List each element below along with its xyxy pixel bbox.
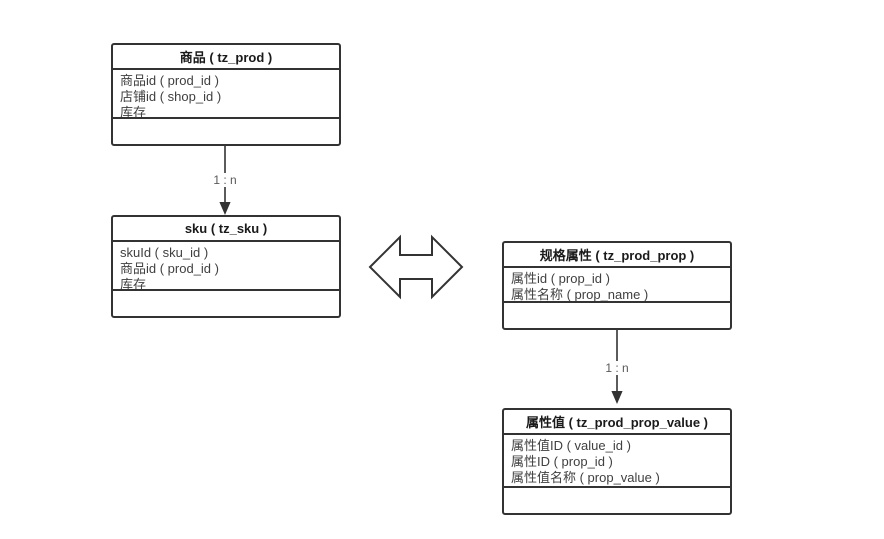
entity-field: 属性值ID ( value_id ) xyxy=(511,438,631,453)
entity-prod-prop-table: 规格属性 ( tz_prod_prop ) 属性id ( prop_id ) 属… xyxy=(502,241,732,330)
entity-sku-empty-section xyxy=(113,289,339,316)
entity-prod-fields: 商品id ( prod_id ) 店铺id ( shop_id ) 库存 xyxy=(113,70,339,117)
entity-sku-table: sku ( tz_sku ) skuId ( sku_id ) 商品id ( p… xyxy=(111,215,341,318)
entity-prod-prop-value-empty-section xyxy=(504,486,730,513)
entity-prod-empty-section xyxy=(113,117,339,144)
entity-field: 属性名称 ( prop_name ) xyxy=(511,287,649,301)
relation-cardinality-label: 1 : n xyxy=(211,173,239,187)
entity-field: 属性值名称 ( prop_value ) xyxy=(511,470,660,485)
entity-prod-prop-title: 规格属性 ( tz_prod_prop ) xyxy=(504,243,730,268)
entity-prod-prop-fields: 属性id ( prop_id ) 属性名称 ( prop_name ) xyxy=(504,268,730,301)
entity-prod-prop-empty-section xyxy=(504,301,730,328)
entity-prod-prop-value-table: 属性值 ( tz_prod_prop_value ) 属性值ID ( value… xyxy=(502,408,732,515)
relation-cardinality-label: 1 : n xyxy=(603,361,631,375)
entity-prod-title: 商品 ( tz_prod ) xyxy=(113,45,339,70)
entity-prod-table: 商品 ( tz_prod ) 商品id ( prod_id ) 店铺id ( s… xyxy=(111,43,341,146)
entity-field: 商品id ( prod_id ) xyxy=(120,261,219,276)
entity-field: 库存 xyxy=(120,277,147,289)
entity-field: 库存 xyxy=(120,105,147,117)
entity-field: 商品id ( prod_id ) xyxy=(120,73,219,88)
entity-sku-title: sku ( tz_sku ) xyxy=(113,217,339,242)
entity-prod-prop-value-fields: 属性值ID ( value_id ) 属性ID ( prop_id ) 属性值名… xyxy=(504,435,730,486)
entity-prod-prop-value-title: 属性值 ( tz_prod_prop_value ) xyxy=(504,410,730,435)
entity-sku-fields: skuId ( sku_id ) 商品id ( prod_id ) 库存 xyxy=(113,242,339,289)
bidirectional-arrow-icon xyxy=(368,234,464,300)
entity-field: 属性ID ( prop_id ) xyxy=(511,454,613,469)
entity-field: 店铺id ( shop_id ) xyxy=(120,89,222,104)
entity-field: 属性id ( prop_id ) xyxy=(511,271,610,286)
entity-field: skuId ( sku_id ) xyxy=(120,245,209,260)
